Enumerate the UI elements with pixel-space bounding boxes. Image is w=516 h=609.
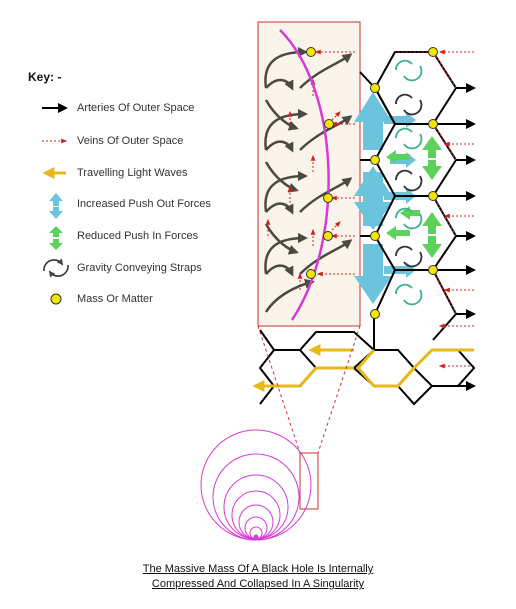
hook-arrows: [264, 47, 353, 313]
push-out-forces: [354, 92, 416, 304]
blue-double-arrow-icon: [49, 193, 63, 219]
zoom-region-box: [299, 452, 319, 510]
yellow-dot-icon: [50, 293, 62, 305]
gravity-straps: [395, 59, 423, 306]
caption-line-2: Compressed And Collapsed In A Singularit…: [151, 578, 365, 590]
green-double-arrow-icon: [49, 226, 63, 250]
key-label-push-in: Reduced Push In Forces: [77, 230, 199, 242]
key-label-push-out: Increased Push Out Forces: [77, 198, 211, 210]
key-label-light-waves: Travelling Light Waves: [77, 167, 188, 179]
mass-dots: [306, 47, 438, 319]
caption-line-1: The Massive Mass Of A Black Hole Is Inte…: [142, 563, 374, 575]
key-label-gravity-straps: Gravity Conveying Straps: [77, 262, 202, 274]
key-label-mass: Mass Or Matter: [77, 293, 153, 305]
key-label-veins: Veins Of Outer Space: [77, 135, 184, 147]
key-title: Key: -: [28, 70, 62, 84]
light-waves: [252, 344, 474, 392]
singularity-circles: [200, 429, 312, 541]
outer-veins: [395, 49, 474, 369]
projection-lines: [257, 325, 361, 454]
magenta-curve: [279, 29, 330, 321]
key-icons: [42, 103, 69, 305]
key-label-arteries: Arteries Of Outer Space: [77, 102, 195, 114]
push-in-forces: [386, 136, 442, 258]
circular-arrows-icon: [43, 258, 69, 278]
